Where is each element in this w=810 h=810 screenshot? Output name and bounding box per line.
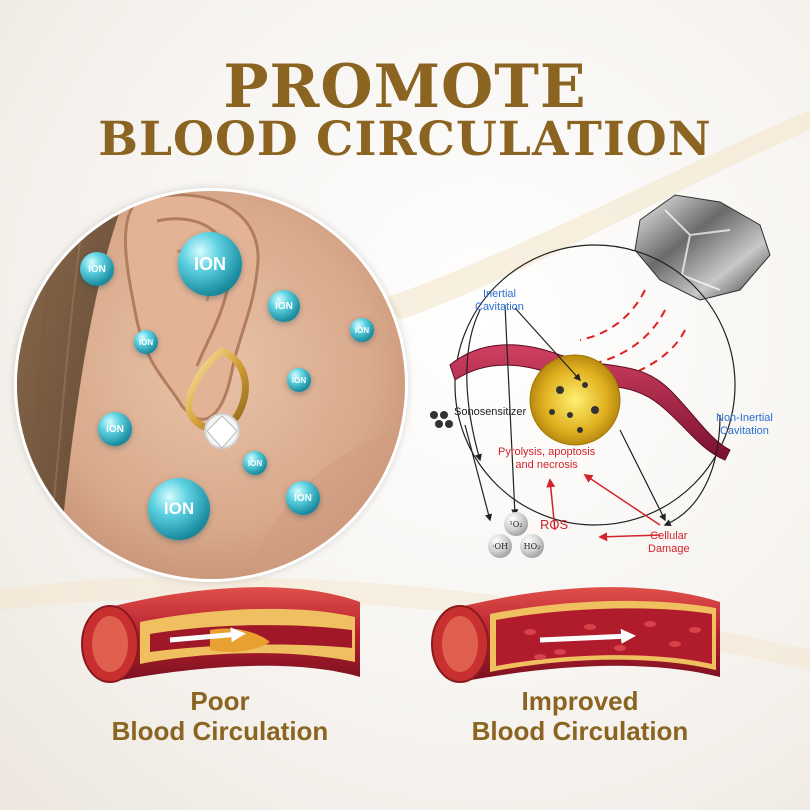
ion-bubble: ION [286,481,320,515]
molecule-singlet-oxygen: ¹O₂ [504,512,528,536]
label-sonosensitizer: Sonosensitizer [454,406,527,418]
poor-circulation-label: Poor Blood Circulation [111,686,329,746]
ion-bubble: ION [268,290,300,322]
label-ros: ROS [540,517,569,532]
label-cellular-damage: Cellular Damage [648,530,690,555]
label-non-inertial-cavitation: Non-Inertial Cavitation [716,412,773,437]
ion-bubble: ION [80,252,114,286]
cavitation-diagram: Inertial Cavitation Non-Inertial Cavitat… [420,190,800,570]
molecule-hydroperoxyl: HO₂ [520,534,544,558]
ion-bubble: ION [350,318,374,342]
diagram-graphics [430,194,771,542]
ion-bubble: ION [134,330,158,354]
ion-bubble: ION [178,232,242,296]
poor-circulation-vessel [81,587,360,683]
improved-circulation-label: Improved Blood Circulation [471,686,689,746]
molecule-hydroxyl: ·OH [488,534,512,558]
ion-bubble: ION [148,478,210,540]
ion-bubble: ION [98,412,132,446]
stone-icon [634,194,771,301]
label-pyrolysis: Pyrolysis, apoptosis and necrosis [498,446,596,471]
title-line-2: BLOOD CIRCULATION [98,112,712,167]
ion-bubble: ION [287,368,311,392]
title-line-1: PROMOTE [223,52,587,122]
label-inertial-cavitation: Inertial Cavitation [475,288,524,313]
ion-bubble: ION [243,451,267,475]
improved-circulation-vessel [431,587,720,683]
ear-illustration [17,191,405,579]
ear-photo-circle [14,188,408,582]
